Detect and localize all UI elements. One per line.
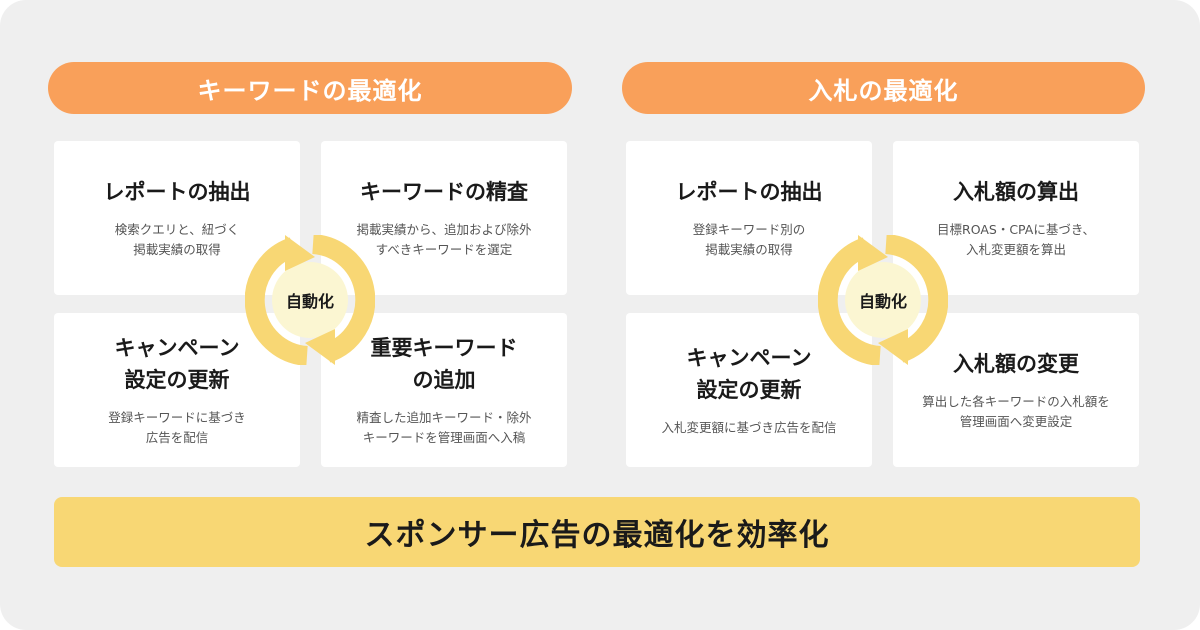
card-title: 入札額の算出 [953,180,1079,204]
card-desc: 入札変更額に基づき広告を配信 [661,420,837,435]
cycle-arrows-icon [817,234,949,366]
card-desc: 検索クエリと、紐づく 掲載実績の取得 [114,222,240,257]
summary-banner: スポンサー広告の最適化を効率化 [54,497,1140,567]
card-bid-calculation: 入札額の算出 目標ROAS・CPAに基づき、 入札変更額を算出 [893,141,1139,295]
card-title: レポートの抽出 [675,180,823,204]
keyword-optimization-header: キーワードの最適化 [48,62,572,114]
card-desc: 登録キーワードに基づき 広告を配信 [108,410,246,445]
card-keyword-addition: 重要キーワード の追加 精査した追加キーワード・除外 キーワードを管理画面へ入稿 [321,313,567,467]
automation-cycle: 自動化 [244,234,376,366]
card-desc: 算出した各キーワードの入札額を 管理画面へ変更設定 [922,394,1110,429]
automation-label: 自動化 [285,292,334,311]
card-desc: 目標ROAS・CPAに基づき、 入札変更額を算出 [937,222,1095,257]
card-title: レポートの抽出 [103,180,251,204]
bid-optimization-header: 入札の最適化 [622,62,1145,114]
card-title: 重要キーワード の追加 [370,336,518,392]
card-desc: 登録キーワード別の 掲載実績の取得 [692,222,806,257]
card-title: キャンペーン 設定の更新 [114,336,240,392]
automation-label: 自動化 [858,292,907,311]
automation-cycle: 自動化 [817,234,949,366]
card-desc: 掲載実績から、追加および除外 すべきキーワードを選定 [356,222,532,257]
card-title: キャンペーン 設定の更新 [686,346,812,402]
card-title: 入札額の変更 [953,352,1079,376]
card-desc: 精査した追加キーワード・除外 キーワードを管理画面へ入稿 [356,410,532,445]
card-bid-change: 入札額の変更 算出した各キーワードの入札額を 管理画面へ変更設定 [893,313,1139,467]
cycle-arrows-icon [244,234,376,366]
card-title: キーワードの精査 [360,180,528,204]
